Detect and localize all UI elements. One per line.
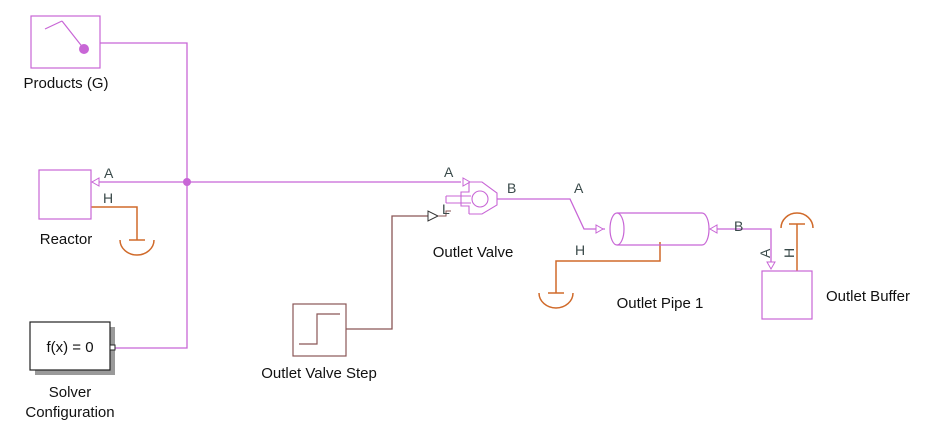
products-block[interactable] (30, 15, 101, 69)
reactor-block[interactable] (38, 169, 100, 220)
pipe-thermal-reference-icon (538, 292, 574, 309)
pipe-port-a-icon (595, 224, 605, 234)
buffer-port-h-label: H (781, 248, 797, 258)
reactor-thermal-line[interactable] (70, 206, 138, 240)
valve-port-a-icon (462, 177, 472, 187)
step-to-valve-signal-line[interactable] (346, 215, 428, 330)
valve-body-icon (471, 190, 489, 208)
solver-label-line2: Configuration (25, 404, 114, 421)
pipe-thermal-line[interactable] (555, 242, 661, 293)
products-label: Products (G) (23, 75, 108, 92)
reactor-label: Reactor (40, 231, 93, 248)
buffer-thermal-port-icon (780, 212, 814, 229)
outlet-valve-block[interactable] (427, 177, 498, 222)
solver-port-icon (109, 344, 116, 351)
outlet-valve-step-label: Outlet Valve Step (261, 365, 377, 382)
outlet-buffer-label: Outlet Buffer (826, 288, 910, 305)
valve-to-pipe-line[interactable] (497, 198, 605, 230)
outlet-valve-step-block[interactable] (292, 303, 347, 357)
junction-to-solver-line[interactable] (114, 182, 188, 349)
valve-port-b-label: B (507, 180, 516, 196)
solver-equation: f(x) = 0 (46, 339, 93, 356)
reactor-port-a-label: A (104, 165, 114, 181)
pipe-port-h-label: H (575, 242, 585, 258)
outlet-pipe-label: Outlet Pipe 1 (617, 295, 704, 312)
valve-signal-input-icon (427, 210, 440, 222)
outlet-valve-label: Outlet Valve (433, 244, 514, 261)
products-to-junction-line[interactable] (100, 42, 188, 182)
solver-configuration-block[interactable]: f(x) = 0 (29, 321, 116, 375)
outlet-pipe-block[interactable] (595, 212, 718, 246)
reactor-port-a-icon (90, 177, 100, 187)
pipe-to-buffer-line[interactable] (717, 228, 772, 262)
step-signal-icon (299, 313, 340, 345)
valve-port-l-label: L (442, 201, 450, 217)
pipe-port-b-icon (708, 224, 718, 234)
buffer-port-a-icon (766, 261, 776, 271)
gauge-needle-icon (61, 20, 85, 50)
reactor-thermal-reference-icon (119, 239, 155, 256)
buffer-port-a-label: A (757, 248, 773, 258)
reactor-port-h-label: H (103, 190, 113, 206)
pipe-port-a-label: A (574, 180, 584, 196)
solver-label-line1: Solver (49, 384, 92, 401)
pipe-port-b-label: B (734, 218, 743, 234)
valve-port-a-label: A (444, 164, 454, 180)
gas-connection-lines (92, 42, 772, 349)
connection-junction-dot (183, 178, 191, 186)
outlet-buffer-block[interactable] (761, 212, 814, 320)
